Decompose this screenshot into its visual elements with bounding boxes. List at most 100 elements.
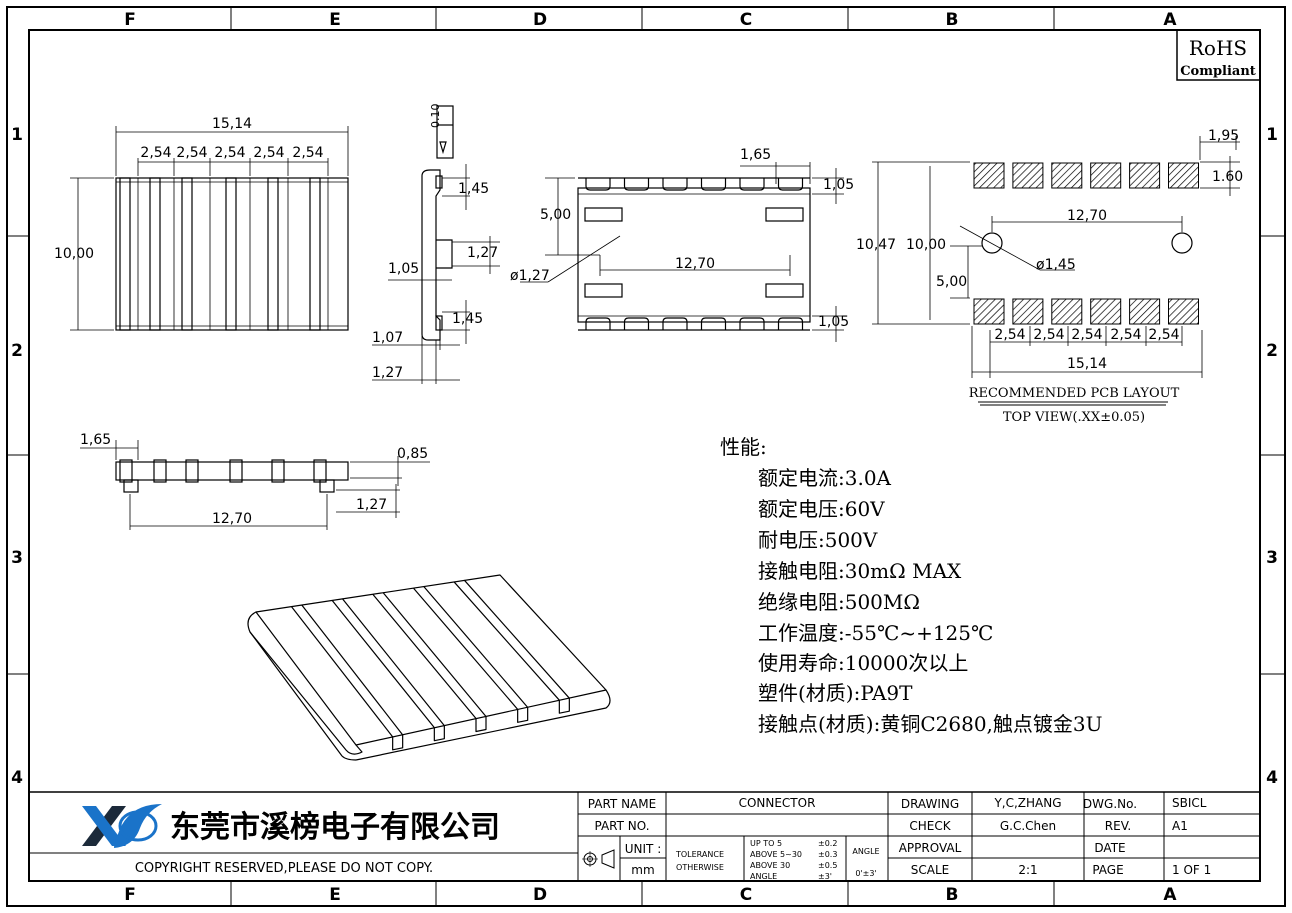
specs-heading: 性能:	[720, 435, 767, 459]
spec-item: 接触点(材质):黄铜C2680,触点镀金3U	[758, 712, 1102, 736]
dim-500: 5,00	[540, 207, 571, 223]
front-rib	[309, 177, 321, 331]
iso-rib-end	[517, 707, 529, 723]
pcb-pad-top	[1129, 162, 1161, 189]
top-tab	[662, 178, 688, 191]
svg-text:2:1: 2:1	[1018, 863, 1037, 877]
dim-160: 1.60	[1212, 169, 1243, 185]
dim-pitch: 2,54	[1033, 327, 1064, 343]
isometric-view	[247, 574, 611, 761]
zone-col-top: C	[740, 10, 752, 30]
bottom-rib	[271, 459, 285, 483]
svg-text:UP TO 5: UP TO 5	[750, 839, 782, 848]
bottom-rib	[185, 459, 199, 483]
dim-127: 1,27	[356, 497, 387, 513]
zone-col-bottom: B	[946, 885, 959, 905]
pcb-caption: RECOMMENDED PCB LAYOUT TOP VIEW(.XX±0.05…	[969, 386, 1180, 425]
dim-pitch: 2,54	[994, 327, 1025, 343]
top-tab	[777, 178, 804, 191]
front-rib	[181, 177, 193, 331]
svg-text:1 OF 1: 1 OF 1	[1172, 863, 1211, 877]
svg-text:DRAWING: DRAWING	[901, 797, 959, 811]
dim-pitch: 2,54	[292, 145, 323, 161]
pcb-pad-top	[1090, 162, 1122, 189]
pcb-pad-top	[1051, 162, 1083, 189]
svg-text:APPROVAL: APPROVAL	[899, 841, 962, 855]
dim-1270: 12,70	[1067, 208, 1107, 224]
pcb-pad-top	[1168, 162, 1199, 189]
pcb-pad-bottom	[1168, 298, 1199, 325]
front-rib	[149, 177, 161, 331]
bottom-tab	[777, 317, 804, 330]
zone-col-bottom: E	[329, 885, 341, 905]
svg-text:REV.: REV.	[1105, 819, 1131, 833]
bottom-rib	[313, 459, 327, 483]
pcb-pad-bottom	[973, 298, 1005, 325]
top-tab	[739, 178, 765, 191]
dim-1270: 12,70	[675, 256, 715, 272]
sheet-frame	[6, 6, 1286, 907]
dim-1047: 10,47	[856, 237, 896, 253]
iso-rib-line	[372, 594, 477, 719]
dim-1000: 10,00	[906, 237, 946, 253]
svg-text:ABOVE 30: ABOVE 30	[750, 861, 790, 870]
pcb-labels: 1,95 1.60 10,47 10,00 12,70 ø1,45 5,00 2…	[856, 128, 1243, 372]
dim-165: 1,65	[80, 432, 111, 448]
svg-text:±0.5: ±0.5	[818, 861, 837, 870]
top-view	[577, 177, 811, 331]
svg-text:DWG.No.: DWG.No.	[1083, 797, 1137, 811]
svg-text:SBICL: SBICL	[1172, 796, 1207, 810]
iso-rib-end	[392, 734, 404, 751]
dim-pitch: 2,54	[1148, 327, 1179, 343]
zone-row-right: 1	[1266, 125, 1278, 145]
dim-flatness: 0.10	[429, 104, 442, 129]
svg-text:PART NO.: PART NO.	[594, 819, 649, 833]
bottom-view-dims	[80, 440, 430, 530]
svg-text:mm: mm	[631, 863, 654, 877]
svg-text:PAGE: PAGE	[1092, 863, 1123, 877]
dim-165: 1,65	[740, 147, 771, 163]
svg-text:ABOVE 5~30: ABOVE 5~30	[750, 850, 802, 859]
zone-row-left: 3	[11, 548, 23, 568]
dim-pitch: 2,54	[253, 145, 284, 161]
zone-row-left: 4	[11, 768, 23, 788]
iso-rib-line	[341, 598, 445, 727]
title-block-text: 东莞市溪榜电子有限公司 COPYRIGHT RESERVED,PLEASE DO…	[135, 796, 1211, 881]
iso-rib-line	[423, 585, 529, 708]
bottom-view	[115, 459, 349, 493]
bottom-tab	[623, 317, 650, 330]
spec-item: 接触电阻:30mΩ MAX	[758, 559, 962, 583]
zone-row-right: 3	[1266, 548, 1278, 568]
iso-rib-line	[463, 579, 570, 699]
pcb-pad-top	[973, 162, 1005, 189]
top-tab	[585, 178, 611, 191]
iso-rib-end	[433, 725, 445, 742]
svg-text:RECOMMENDED PCB LAYOUT: RECOMMENDED PCB LAYOUT	[969, 386, 1180, 401]
svg-text:0'±3': 0'±3'	[855, 869, 876, 878]
svg-text:±0.2: ±0.2	[818, 839, 837, 848]
dim-pitch: 2,54	[176, 145, 207, 161]
svg-text:RoHS: RoHS	[1189, 36, 1247, 60]
pcb-layout	[973, 162, 1199, 325]
front-view-dims	[70, 126, 349, 331]
front-rib	[225, 177, 237, 331]
pcb-pad-bottom	[1012, 298, 1044, 325]
pcb-pad-top	[1012, 162, 1044, 189]
svg-text:G.C.Chen: G.C.Chen	[1000, 819, 1056, 833]
iso-rib-line	[382, 592, 487, 717]
zone-col-bottom: D	[533, 885, 547, 905]
bottom-rib	[153, 459, 167, 483]
iso-rib-line	[453, 581, 560, 701]
iso-rib-line	[413, 587, 519, 710]
svg-text:CHECK: CHECK	[909, 819, 951, 833]
dim-195: 1,95	[1208, 128, 1239, 144]
zone-row-right: 2	[1266, 341, 1278, 361]
svg-text:ANGLE: ANGLE	[852, 847, 879, 856]
zone-row-right: 4	[1266, 768, 1278, 788]
bottom-tab	[700, 317, 727, 330]
zone-col-top: F	[124, 10, 136, 30]
dim-107: 1,07	[372, 330, 403, 346]
svg-text:TOLERANCE: TOLERANCE	[675, 850, 724, 859]
bottom-rib	[119, 459, 133, 483]
